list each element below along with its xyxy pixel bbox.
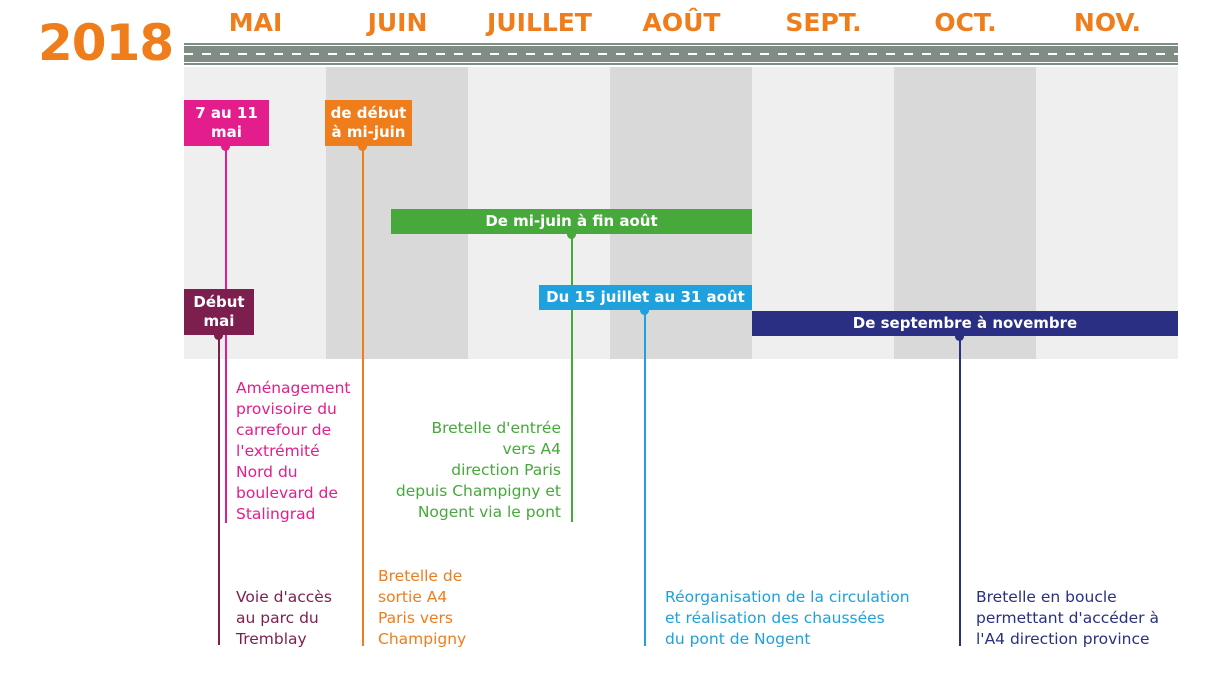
period-bar-cyan: Du 15 juillet au 31 août [539,285,752,310]
description-line: du pont de Nogent [665,630,811,648]
description-line: Bretelle d'entrée [431,419,561,437]
description-navy: Bretelle en boucle permettant d'accéder … [976,587,1159,650]
connector-line-plum [218,335,220,645]
description-orange: Bretelle de sortie A4 Paris vers Champig… [378,566,466,650]
period-label: Du 15 juillet au 31 août [546,288,745,306]
stripe-september [752,67,894,359]
description-line: Nord du [236,463,298,481]
connector-line-orange [362,146,364,646]
period-label: De mi-juin à fin août [485,212,658,230]
connector-line-navy [959,336,961,646]
description-line: au parc du [236,609,319,627]
connector-dot-green [567,230,576,239]
period-bar-green: De mi-juin à fin août [391,209,752,234]
description-line: Paris vers [378,609,453,627]
description-line: provisoire du [236,400,337,418]
description-green: Bretelle d'entrée vers A4 direction Pari… [363,418,561,523]
stripe-october [894,67,1036,359]
description-cyan: Réorganisation de la circulation et réal… [665,587,910,650]
description-line: Réorganisation de la circulation [665,588,910,606]
description-line: Aménagement [236,379,351,397]
road-edge-bottom [184,62,1178,63]
period-box-plum: Début mai [184,289,254,335]
year-title: 2018 [38,14,174,72]
connector-dot-orange [358,142,367,151]
month-may: MAI [228,8,283,37]
description-line: l'extrémité [236,442,320,460]
period-line: mai [211,123,242,141]
period-box-magenta: 7 au 11 mai [184,100,269,146]
month-november: NOV. [1073,8,1142,37]
month-august: AOÛT [642,8,721,37]
period-label: De septembre à novembre [852,314,1078,332]
period-line: à mi-juin [331,123,406,141]
month-july: JUILLET [487,8,592,37]
description-line: Champigny [378,630,467,648]
description-line: direction Paris [451,461,561,479]
description-line: Tremblay [236,630,307,648]
description-line: l'A4 direction province [976,630,1150,648]
stripe-november [1036,67,1178,359]
connector-line-cyan [644,310,646,646]
description-line: Bretelle en boucle [976,588,1117,606]
road-bar [184,43,1178,65]
connector-dot-navy [955,332,964,341]
description-line: Stalingrad [236,505,316,523]
description-plum: Voie d'accès au parc du Tremblay [236,587,332,650]
period-line: Début [193,293,245,311]
month-october: OCT. [934,8,997,37]
connector-dot-magenta [221,142,230,151]
description-line: Bretelle de [378,567,463,585]
month-september: SEPT. [785,8,862,37]
description-line: Nogent via le pont [417,503,561,521]
month-june: JUIN [367,8,428,37]
description-line: vers A4 [502,440,561,458]
description-line: Voie d'accès [236,588,332,606]
description-line: depuis Champigny et [395,482,561,500]
connector-line-green [571,234,573,522]
period-line: mai [203,312,235,330]
description-line: et réalisation des chaussées [665,609,885,627]
description-line: boulevard de [236,484,338,502]
road-center-line [184,53,1178,55]
period-line: de début [330,104,407,122]
description-line: carrefour de [236,421,332,439]
description-magenta: Aménagement provisoire du carrefour de l… [236,378,350,525]
description-line: sortie A4 [378,588,448,606]
period-bar-navy: De septembre à novembre [752,311,1178,336]
road-edge-top [184,45,1178,46]
period-line: 7 au 11 [195,104,258,122]
description-line: permettant d'accéder à [976,609,1159,627]
connector-dot-plum [214,331,223,340]
period-box-orange: de début à mi-juin [325,100,412,146]
connector-dot-cyan [640,306,649,315]
